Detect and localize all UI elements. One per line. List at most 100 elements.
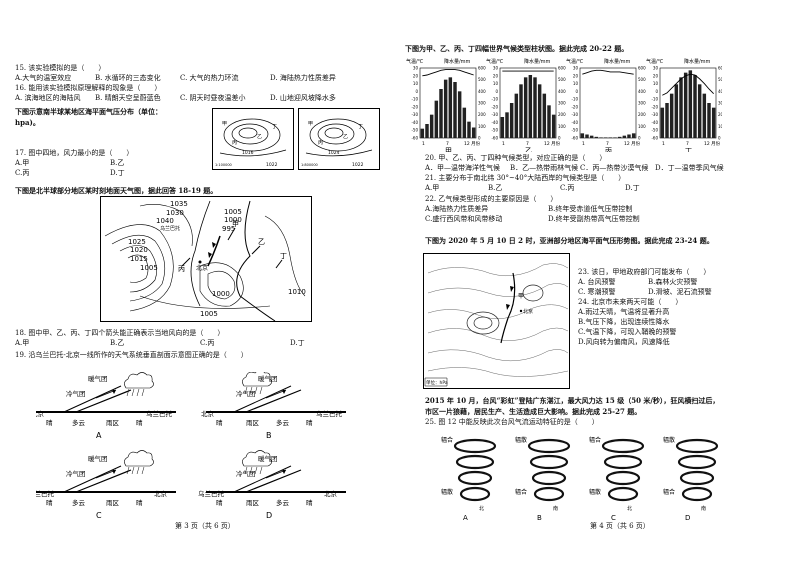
map1-label-1016: 1016 bbox=[242, 150, 254, 156]
climate-1-month-7: 7 bbox=[526, 141, 529, 147]
climate-1-p-tick-2: 400 bbox=[558, 89, 566, 94]
svg-text:丁: 丁 bbox=[272, 124, 277, 130]
q16-option-a[interactable]: A. 滨海地区的海陆风 bbox=[15, 94, 81, 102]
climate-1-bar-2 bbox=[509, 103, 514, 138]
climate-1-p-tick-1: 500 bbox=[558, 77, 566, 82]
climate-2-month-1: 1 bbox=[582, 141, 585, 147]
climate-2-bar-10 bbox=[627, 134, 631, 138]
helix-0-letter: A bbox=[463, 514, 468, 522]
q15-option-c[interactable]: C. 大气的热力环流 bbox=[180, 74, 239, 82]
q24-option-d[interactable]: D.风向转为偏南风，风速降低 bbox=[578, 338, 670, 346]
q22-option-b[interactable]: B.终年受赤道低气压带控制 bbox=[548, 205, 633, 213]
svg-text:丁: 丁 bbox=[280, 252, 287, 260]
intro-typhoon-a: 2015 年 10 月，台风“彩虹”登陆广东湛江，最大风力达 15 级（50 米… bbox=[425, 396, 720, 405]
q18-option-a[interactable]: A.甲 bbox=[15, 339, 30, 347]
q23-option-b[interactable]: B.森林火灾预警 bbox=[648, 278, 698, 286]
climate-3-bar-2 bbox=[669, 93, 674, 138]
climate-1-bar-5 bbox=[523, 77, 528, 138]
helix-3-loop-0 bbox=[675, 438, 719, 454]
q16-option-c[interactable]: C. 阴天时昼夜温差小 bbox=[180, 94, 246, 102]
climate-3-temp-line bbox=[662, 73, 714, 96]
climate-2-bar-1 bbox=[585, 134, 589, 138]
climate-1-p-tick-0: 600 bbox=[558, 66, 566, 71]
svg-text:乌兰巴托: 乌兰巴托 bbox=[36, 489, 55, 498]
q22-option-d[interactable]: D.终年受副热带高气压带控制 bbox=[548, 215, 640, 223]
climate-3-t-tick-9: -60 bbox=[651, 136, 658, 141]
q17-stem: 17. 图中四地，风力最小的是（ ） bbox=[15, 149, 134, 157]
q20-option-d[interactable]: D．丁—温带季风气候 bbox=[655, 164, 724, 172]
helix-0-loop-3 bbox=[459, 486, 491, 502]
q18-option-d[interactable]: D.丁 bbox=[290, 339, 305, 347]
climate-0-bar-0 bbox=[420, 128, 425, 138]
q18-option-b[interactable]: B.乙 bbox=[110, 339, 125, 347]
q21-option-d[interactable]: D.丁 bbox=[625, 184, 640, 192]
q24-option-c[interactable]: C.气温下降，可现入鞘晚的预警 bbox=[578, 328, 677, 336]
climate-1-p-tick-5: 100 bbox=[558, 124, 566, 129]
q16-stem: 16. 能用该实验模拟原理解释的现象是（ ） bbox=[15, 84, 162, 92]
q17-option-c[interactable]: C.丙 bbox=[15, 169, 30, 177]
climate-2-t-tick-1: 20 bbox=[573, 73, 579, 78]
q15-option-a[interactable]: A.大气的温室效应 bbox=[15, 74, 72, 82]
q17-option-d[interactable]: D.丁 bbox=[110, 169, 125, 177]
map2-label-1024: 1024 bbox=[328, 150, 340, 156]
climate-3-t-tick-1: 20 bbox=[653, 73, 659, 78]
climate-0-bar-6 bbox=[448, 77, 453, 138]
q21-option-a[interactable]: A.甲 bbox=[425, 184, 440, 192]
q23-option-a[interactable]: A. 台风预警 bbox=[578, 278, 616, 286]
q20-option-c[interactable]: C．丙—热带沙漠气候 bbox=[580, 164, 649, 172]
climate-3-bar-10 bbox=[707, 103, 711, 138]
section-a: 暖气团 冷气团 北京 乌兰巴托 晴 多云 雨区 晴 A bbox=[31, 372, 176, 440]
q21-option-c[interactable]: C.丙 bbox=[560, 184, 575, 192]
climate-2-temp-line bbox=[582, 69, 634, 75]
climate-1-t-tick-0: 30 bbox=[493, 66, 499, 71]
climate-2-name: 丙 bbox=[605, 147, 612, 152]
q15-option-b[interactable]: B. 水循环的三态变化 bbox=[95, 74, 161, 82]
climate-1-t-tick-5: -20 bbox=[491, 104, 498, 109]
q24-option-a[interactable]: A.雨过天晴，气温将显著升高 bbox=[578, 308, 670, 316]
q17-option-a[interactable]: A.甲 bbox=[15, 159, 30, 167]
helix-3-bottom-label: 辐合 bbox=[663, 488, 675, 496]
climate-2-bar-6 bbox=[608, 137, 613, 138]
svg-text:1020: 1020 bbox=[130, 246, 148, 254]
svg-text:丙: 丙 bbox=[232, 140, 237, 146]
q23-option-c[interactable]: C. 寒潮预警 bbox=[578, 288, 616, 296]
map2-label-1022: 1022 bbox=[352, 162, 364, 168]
q18-option-c[interactable]: C.丙 bbox=[200, 339, 215, 347]
climate-2-p-tick-0: 600 bbox=[638, 66, 646, 71]
climate-3-name: 丁 bbox=[685, 147, 692, 152]
climate-0-p-tick-0: 600 bbox=[478, 66, 486, 71]
climate-2-p-tick-6: 0 bbox=[638, 136, 641, 141]
helix-3-loop-2 bbox=[679, 470, 715, 486]
q24-option-b[interactable]: B.气压下降，出现连续性降水 bbox=[578, 318, 670, 326]
climate-1-p-tick-6: 0 bbox=[558, 136, 561, 141]
q17-option-b[interactable]: B.乙 bbox=[110, 159, 125, 167]
svg-text:甲: 甲 bbox=[222, 121, 227, 127]
climate-2-frame bbox=[579, 67, 637, 139]
intro-typhoon-b: 市区一片狼藉，居民生产、生活造成巨大影响。据此完成 25-27 题。 bbox=[425, 407, 642, 416]
helix-3-top-label: 辐散 bbox=[663, 436, 675, 444]
svg-text:995: 995 bbox=[222, 225, 235, 233]
q22-option-c[interactable]: C.盛行西风带和风带移动 bbox=[425, 215, 503, 223]
climate-0-bar-9 bbox=[462, 107, 467, 138]
helix-3-loop-1 bbox=[677, 454, 717, 470]
climate-3-month-1: 1 bbox=[662, 141, 665, 147]
q15-option-d[interactable]: D. 海陆热力性质差异 bbox=[270, 74, 336, 82]
svg-text:1000: 1000 bbox=[224, 216, 242, 224]
map1-label-1022: 1022 bbox=[266, 162, 278, 168]
climate-1-precip-label: 降水量/mm bbox=[524, 58, 551, 65]
svg-text:A: A bbox=[96, 431, 102, 440]
intro-asia-pressure: 下图为 2020 年 5 月 10 日 2 时，亚洲部分地区海平面气压形势图。据… bbox=[425, 236, 714, 245]
q20-option-a[interactable]: A．甲—温带海洋性气候 bbox=[425, 164, 501, 172]
q21-option-b[interactable]: B.乙 bbox=[488, 184, 503, 192]
q22-option-a[interactable]: A.海陆热力性质差异 bbox=[425, 205, 489, 213]
svg-text:1035: 1035 bbox=[170, 200, 188, 208]
q16-option-b[interactable]: B. 晴朗天空呈蔚蓝色 bbox=[95, 94, 161, 102]
svg-text:晴: 晴 bbox=[46, 498, 53, 507]
q23-option-d[interactable]: D.滑坡、泥石流预警 bbox=[648, 288, 712, 296]
climate-3-t-tick-7: -40 bbox=[651, 120, 658, 125]
q20-option-b[interactable]: B．乙—热带雨林气候 bbox=[510, 164, 579, 172]
q16-option-d[interactable]: D. 山地迎风坡降水多 bbox=[270, 94, 336, 102]
svg-text:多云: 多云 bbox=[276, 418, 290, 427]
map2-scale: 1:800000 bbox=[301, 163, 318, 167]
